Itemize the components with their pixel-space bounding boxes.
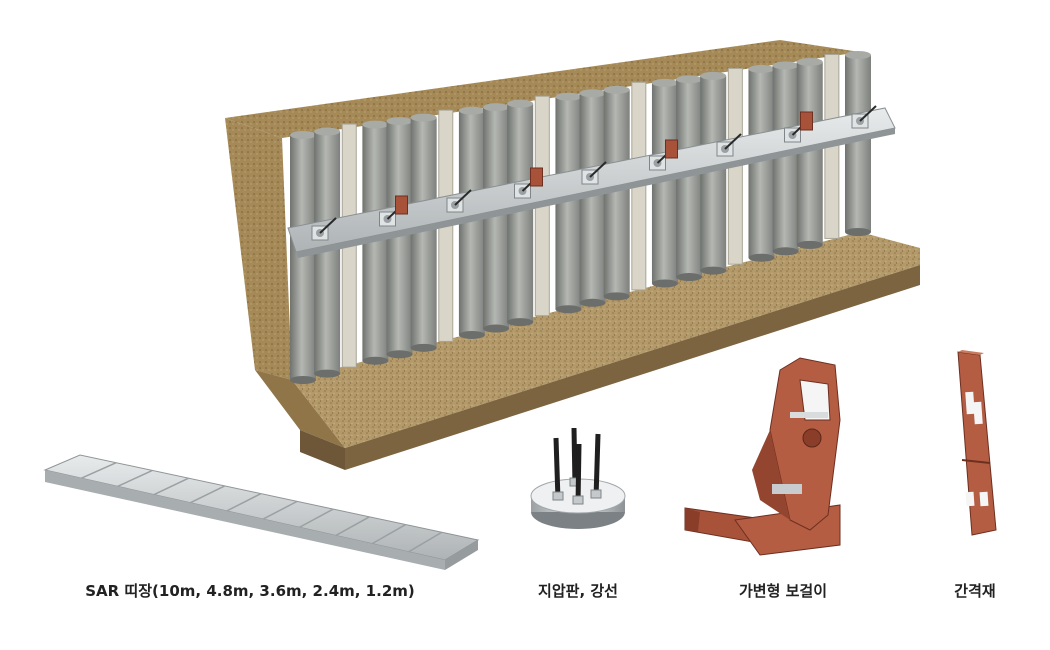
spacer-caption: 간격재 <box>954 582 996 600</box>
variable-bracket <box>684 357 841 556</box>
rail-caption: SAR 띠장(10m, 4.8m, 3.6m, 2.4m, 1.2m) <box>85 582 415 600</box>
bracket-caption: 가변형 보걸이 <box>738 582 828 600</box>
anchor-caption: 지압판, 강선 <box>538 582 618 600</box>
bearing-plate-and-strands <box>530 427 626 529</box>
sar-wale-rail <box>43 454 480 570</box>
wale-fixtures <box>311 105 877 241</box>
spacer <box>957 350 997 536</box>
soil-block <box>225 40 920 470</box>
